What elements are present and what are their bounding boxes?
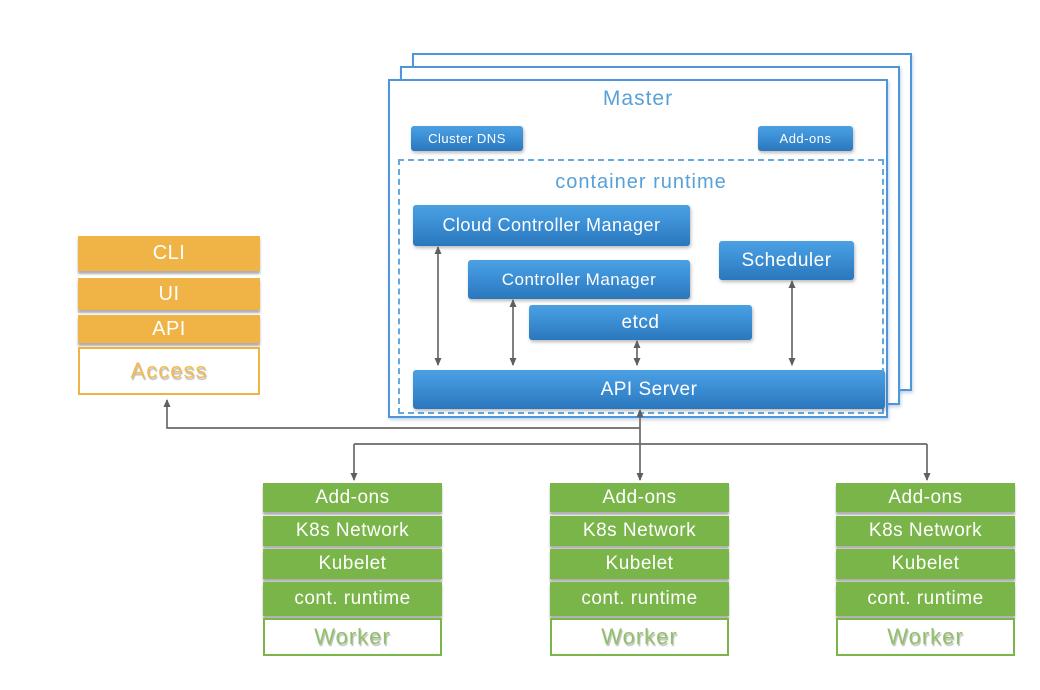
- worker-node-2: Add-ons K8s Network Kubelet cont. runtim…: [550, 483, 729, 656]
- master-title: Master: [602, 87, 674, 110]
- scheduler-box: Scheduler: [719, 241, 854, 280]
- worker2-row-cont-runtime: cont. runtime: [550, 582, 729, 616]
- worker-node-1: Add-ons K8s Network Kubelet cont. runtim…: [263, 483, 442, 656]
- worker2-row-kubelet: Kubelet: [550, 549, 729, 579]
- worker-node-3: Add-ons K8s Network Kubelet cont. runtim…: [836, 483, 1015, 656]
- access-row-api: API: [78, 315, 260, 343]
- access-base-label: Access: [78, 347, 260, 395]
- worker1-row-addons: Add-ons: [263, 483, 442, 512]
- worker3-row-addons: Add-ons: [836, 483, 1015, 512]
- etcd-box: etcd: [529, 305, 752, 340]
- worker3-base-label: Worker: [836, 618, 1015, 656]
- worker2-row-addons: Add-ons: [550, 483, 729, 512]
- worker1-row-kubelet: Kubelet: [263, 549, 442, 579]
- container-runtime-box: container runtime Cloud Controller Manag…: [398, 159, 885, 414]
- master-node-box: Master Cluster DNS Add-ons container run…: [388, 79, 888, 418]
- worker2-base-label: Worker: [550, 618, 729, 656]
- access-stack: CLI UI API Access: [78, 236, 260, 396]
- access-row-ui: UI: [78, 278, 260, 310]
- container-runtime-title: container runtime: [555, 171, 727, 193]
- worker1-row-k8s-network: K8s Network: [263, 516, 442, 546]
- api-server-box: API Server: [413, 370, 885, 409]
- worker3-row-kubelet: Kubelet: [836, 549, 1015, 579]
- worker1-row-cont-runtime: cont. runtime: [263, 582, 442, 616]
- worker2-row-k8s-network: K8s Network: [550, 516, 729, 546]
- controller-manager-box: Controller Manager: [468, 260, 690, 299]
- worker3-row-k8s-network: K8s Network: [836, 516, 1015, 546]
- worker3-row-cont-runtime: cont. runtime: [836, 582, 1015, 616]
- access-row-cli: CLI: [78, 236, 260, 271]
- cluster-dns-box: Cluster DNS: [411, 126, 523, 151]
- worker1-base-label: Worker: [263, 618, 442, 656]
- master-addons-box: Add-ons: [758, 126, 853, 151]
- cloud-controller-manager-box: Cloud Controller Manager: [413, 205, 690, 246]
